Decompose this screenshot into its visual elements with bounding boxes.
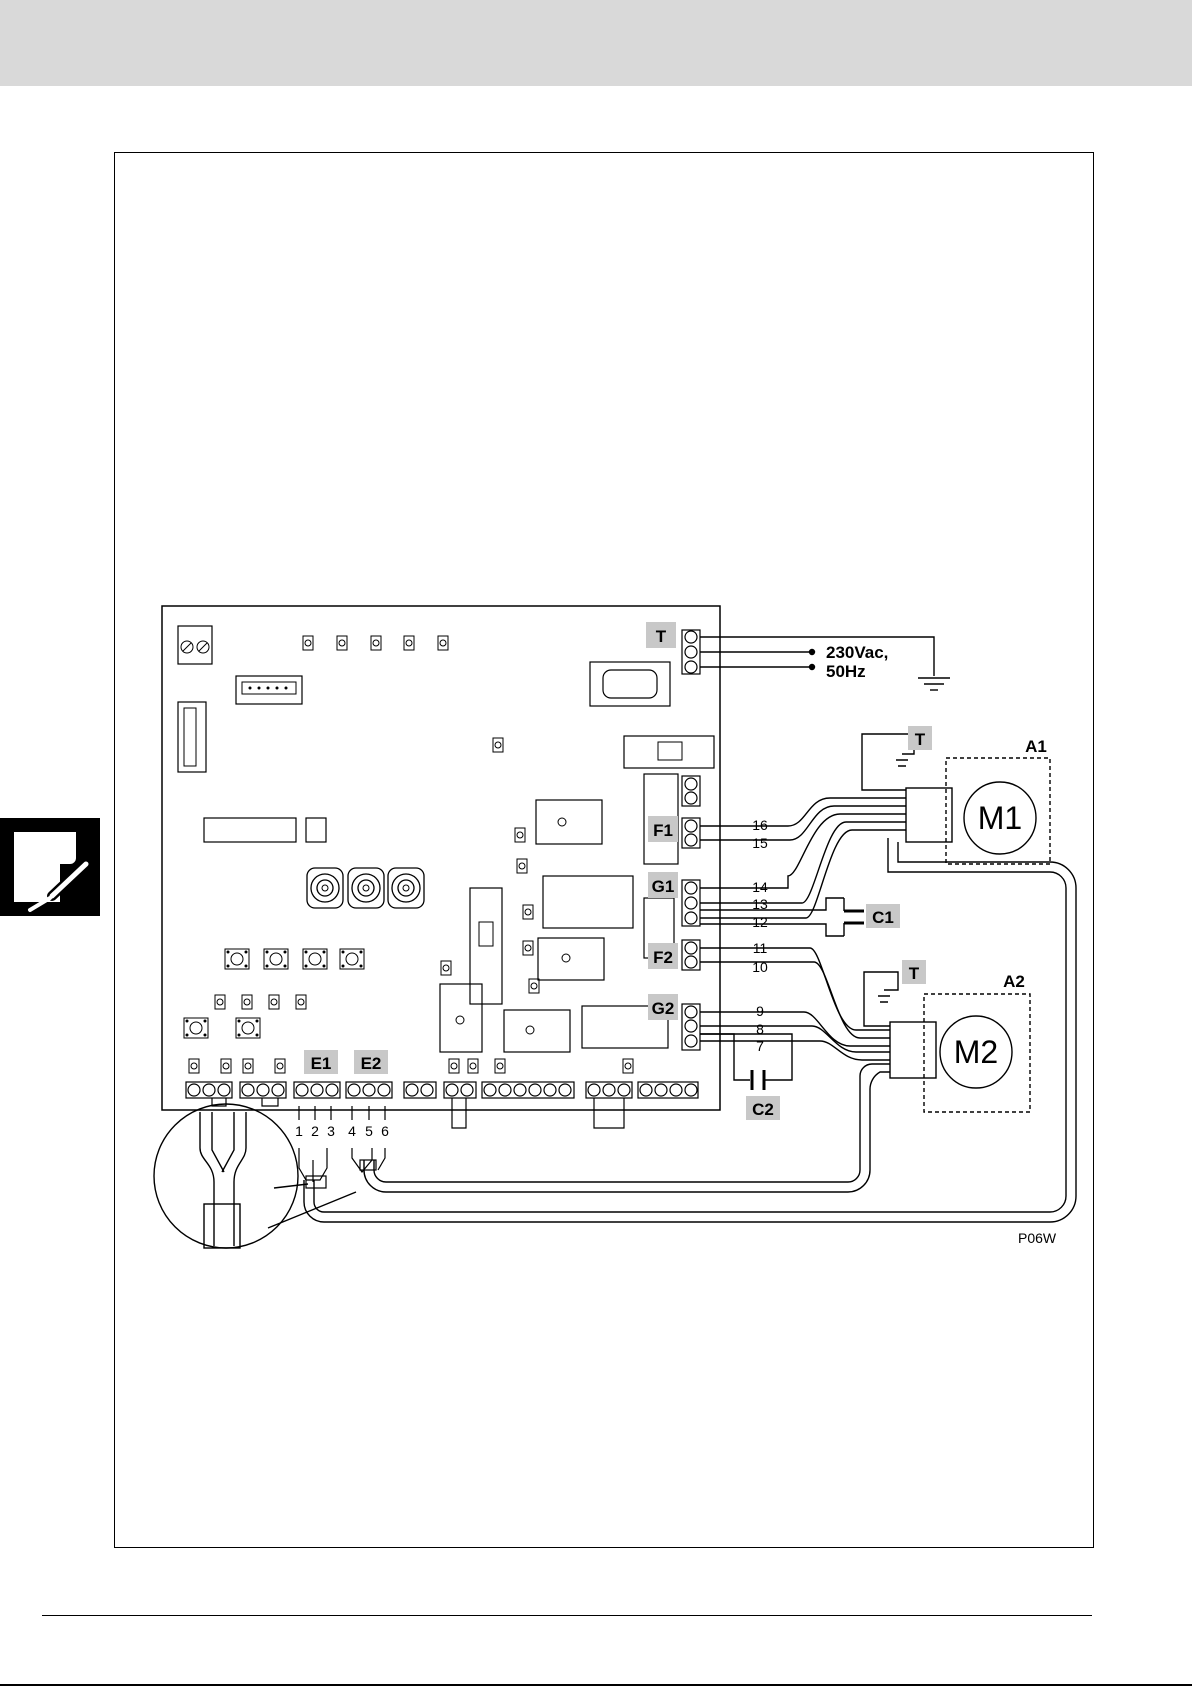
- connector-horizontal: [236, 676, 302, 704]
- label-t-a2: T: [909, 964, 920, 983]
- terminal-10: 10: [752, 959, 768, 975]
- terminal-2: 2: [311, 1123, 319, 1139]
- label-m1: M1: [978, 800, 1022, 836]
- terminal-3: 3: [327, 1123, 335, 1139]
- label-f1: F1: [653, 821, 673, 840]
- terminal-4: 4: [348, 1123, 356, 1139]
- terminal-11: 11: [753, 940, 768, 956]
- capacitor-c2: [700, 1034, 792, 1090]
- label-g2: G2: [652, 999, 675, 1018]
- terminal-7: 7: [756, 1038, 764, 1054]
- label-t-a1: T: [915, 730, 926, 749]
- terminal-5: 5: [365, 1123, 373, 1139]
- terminal-1: 1: [295, 1123, 303, 1139]
- push-buttons: [184, 949, 364, 1038]
- label-a1: A1: [1025, 737, 1047, 756]
- terminal-12: 12: [752, 914, 768, 930]
- figure-reference: P06W: [1018, 1230, 1057, 1246]
- bottom-terminal-blocks: [186, 1082, 698, 1128]
- terminal-9: 9: [756, 1003, 764, 1019]
- label-t: T: [656, 627, 667, 646]
- bottom-wire-leads: [299, 1106, 385, 1188]
- mains-wiring: [700, 637, 950, 690]
- label-f2: F2: [653, 948, 673, 967]
- potentiometers: [307, 868, 424, 908]
- terminal-8: 8: [756, 1021, 764, 1037]
- bottom-small-components: [189, 1059, 633, 1073]
- top-components: [303, 636, 503, 752]
- label-e2: E2: [361, 1054, 382, 1073]
- terminal-6: 6: [381, 1123, 389, 1139]
- connector-vertical: [178, 702, 206, 772]
- terminal-15: 15: [752, 835, 768, 851]
- label-e1: E1: [311, 1054, 332, 1073]
- dip-switch: [204, 818, 326, 842]
- power-line2: 50Hz: [826, 662, 866, 681]
- label-g1: G1: [652, 877, 675, 896]
- fuse-housing: [590, 662, 714, 768]
- label-a2: A2: [1003, 972, 1025, 991]
- terminal-16: 16: [752, 817, 768, 833]
- motor-m1-assembly: [304, 734, 1076, 1222]
- label-c2: C2: [752, 1100, 774, 1119]
- terminal-14: 14: [752, 879, 768, 895]
- label-c1: C1: [872, 908, 894, 927]
- screw-terminal: [178, 626, 212, 664]
- power-line1: 230Vac,: [826, 643, 888, 662]
- right-terminal-blocks: [682, 630, 700, 1050]
- label-m2: M2: [954, 1034, 998, 1070]
- terminal-13: 13: [752, 896, 768, 912]
- relays: [440, 774, 678, 1052]
- footer-rule: [42, 1615, 1092, 1616]
